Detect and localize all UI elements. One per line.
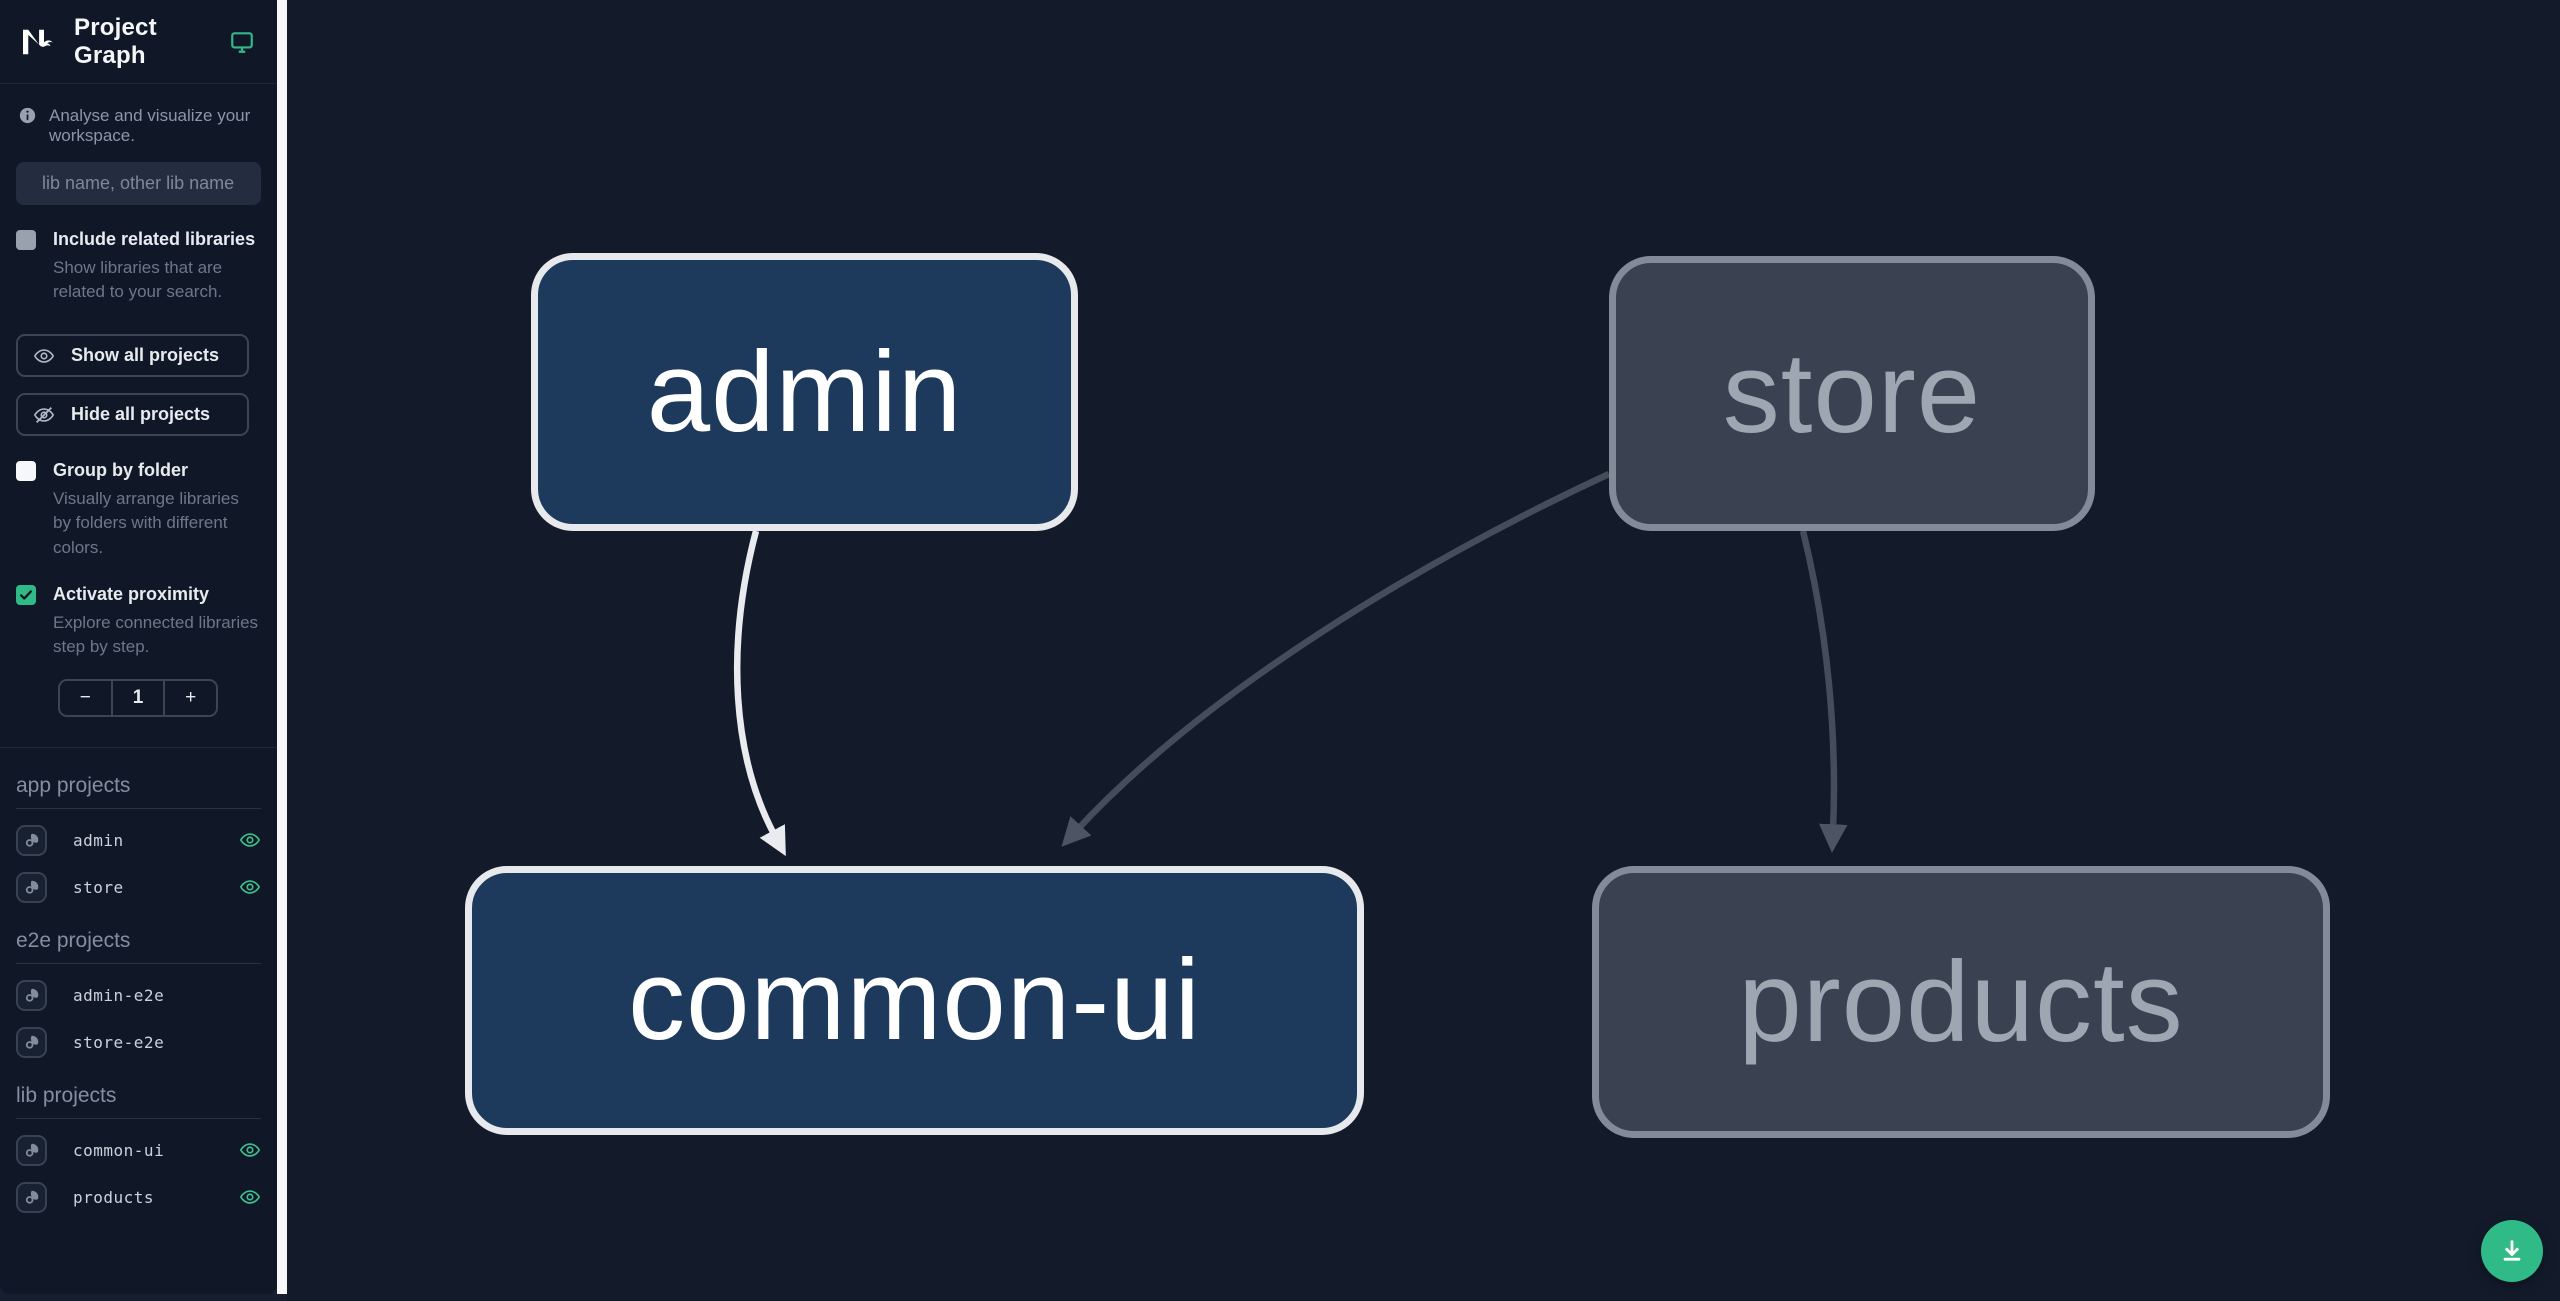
toggle-visibility-button[interactable] bbox=[239, 1186, 261, 1208]
toggle-visibility-button[interactable] bbox=[239, 1139, 261, 1161]
focus-project-button[interactable] bbox=[16, 824, 47, 856]
project-lists: app projects admin bbox=[0, 746, 277, 1213]
project-name: admin-e2e bbox=[73, 985, 165, 1005]
focus-project-button[interactable] bbox=[16, 979, 47, 1011]
focus-project-button[interactable] bbox=[16, 1026, 47, 1058]
node-label: store bbox=[1722, 330, 1982, 457]
project-row-common-ui: common-ui bbox=[16, 1134, 261, 1166]
sidebar-resize-divider[interactable] bbox=[277, 0, 287, 1294]
proximity-increment-button[interactable]: + bbox=[165, 681, 216, 715]
group-by-folder-option: Group by folder Visually arrange librari… bbox=[0, 460, 277, 559]
project-name: products bbox=[73, 1187, 155, 1207]
focus-icon bbox=[25, 1191, 38, 1205]
focus-icon bbox=[25, 989, 38, 1003]
edge-store-common-ui[interactable] bbox=[1061, 471, 1611, 847]
project-name: store bbox=[73, 877, 124, 897]
check-icon bbox=[20, 589, 32, 600]
eye-icon bbox=[239, 833, 261, 848]
tagline-text: Analyse and visualize your workspace. bbox=[49, 106, 251, 145]
toggle-visibility-button[interactable] bbox=[239, 876, 261, 898]
hide-all-projects-button[interactable]: Hide all projects bbox=[16, 393, 249, 437]
focus-icon bbox=[25, 1144, 38, 1158]
section-title-e2e-projects: e2e projects bbox=[16, 929, 261, 964]
eye-icon bbox=[239, 1143, 261, 1158]
activate-proximity-option: Activate proximity Explore connected lib… bbox=[0, 584, 277, 659]
project-name: common-ui bbox=[73, 1140, 165, 1160]
workspace-tagline: Analyse and visualize your workspace. bbox=[0, 84, 277, 146]
focus-project-button[interactable] bbox=[16, 1181, 47, 1213]
monitor-icon bbox=[231, 31, 253, 53]
toggle-visibility-button[interactable] bbox=[239, 829, 261, 851]
eye-icon bbox=[33, 348, 55, 363]
group-by-folder-description: Visually arrange libraries by folders wi… bbox=[53, 489, 239, 557]
proximity-value: 1 bbox=[110, 680, 166, 715]
show-all-label: Show all projects bbox=[71, 345, 220, 366]
graph-node-common-ui[interactable]: common-ui bbox=[465, 866, 1364, 1135]
include-related-description: Show libraries that are related to your … bbox=[53, 258, 223, 302]
graph-node-products[interactable]: products bbox=[1592, 866, 2330, 1138]
node-label: common-ui bbox=[628, 937, 1201, 1064]
project-name: store-e2e bbox=[73, 1032, 165, 1052]
eye-icon bbox=[239, 880, 261, 895]
project-row-store-e2e: store-e2e bbox=[16, 1026, 261, 1058]
section-title-lib-projects: lib projects bbox=[16, 1084, 261, 1119]
info-icon bbox=[19, 107, 36, 124]
graph-node-store[interactable]: store bbox=[1609, 256, 2095, 531]
edge-admin-common-ui[interactable] bbox=[733, 530, 786, 857]
focus-project-button[interactable] bbox=[16, 1134, 47, 1166]
theme-monitor-button[interactable] bbox=[229, 29, 255, 55]
search-box bbox=[16, 162, 274, 205]
activate-proximity-description: Explore connected libraries step by step… bbox=[53, 612, 259, 656]
sidebar: Project Graph Analyse and visualize your… bbox=[0, 0, 277, 1294]
proximity-decrement-button[interactable]: − bbox=[60, 681, 111, 715]
node-label: admin bbox=[646, 328, 963, 456]
nx-logo bbox=[23, 29, 53, 54]
search-input[interactable] bbox=[42, 173, 274, 194]
proximity-stepper: − 1 + bbox=[58, 678, 218, 717]
hide-all-label: Hide all projects bbox=[71, 404, 211, 425]
activate-proximity-label: Activate proximity bbox=[53, 583, 210, 604]
include-related-option: Include related libraries Show libraries… bbox=[0, 229, 277, 304]
graph-canvas[interactable]: admin store common-ui products bbox=[287, 0, 2560, 1301]
app-title: Project Graph bbox=[74, 13, 157, 69]
section-title-app-projects: app projects bbox=[16, 774, 261, 809]
project-row-admin: admin bbox=[16, 824, 261, 856]
node-label: products bbox=[1738, 938, 2184, 1066]
include-related-label: Include related libraries bbox=[53, 229, 256, 249]
edge-store-products[interactable] bbox=[1799, 530, 1848, 853]
eye-icon bbox=[239, 1190, 261, 1205]
project-name: admin bbox=[73, 830, 124, 850]
activate-proximity-checkbox[interactable] bbox=[16, 584, 36, 605]
include-related-checkbox[interactable] bbox=[16, 230, 36, 250]
focus-icon bbox=[25, 834, 38, 848]
focus-project-button[interactable] bbox=[16, 871, 47, 903]
group-by-folder-label: Group by folder bbox=[53, 460, 188, 481]
project-row-products: products bbox=[16, 1181, 261, 1213]
download-graph-button[interactable] bbox=[2481, 1220, 2543, 1282]
graph-edges bbox=[733, 471, 1848, 857]
project-row-admin-e2e: admin-e2e bbox=[16, 979, 261, 1011]
group-by-folder-checkbox[interactable] bbox=[16, 461, 36, 482]
project-row-store: store bbox=[16, 871, 261, 903]
download-icon bbox=[2503, 1240, 2521, 1261]
focus-icon bbox=[25, 881, 38, 895]
eye-slash-icon bbox=[33, 406, 55, 423]
focus-icon bbox=[25, 1036, 38, 1050]
graph-node-admin[interactable]: admin bbox=[531, 253, 1078, 531]
show-all-projects-button[interactable]: Show all projects bbox=[16, 334, 249, 378]
sidebar-header: Project Graph bbox=[0, 0, 277, 84]
